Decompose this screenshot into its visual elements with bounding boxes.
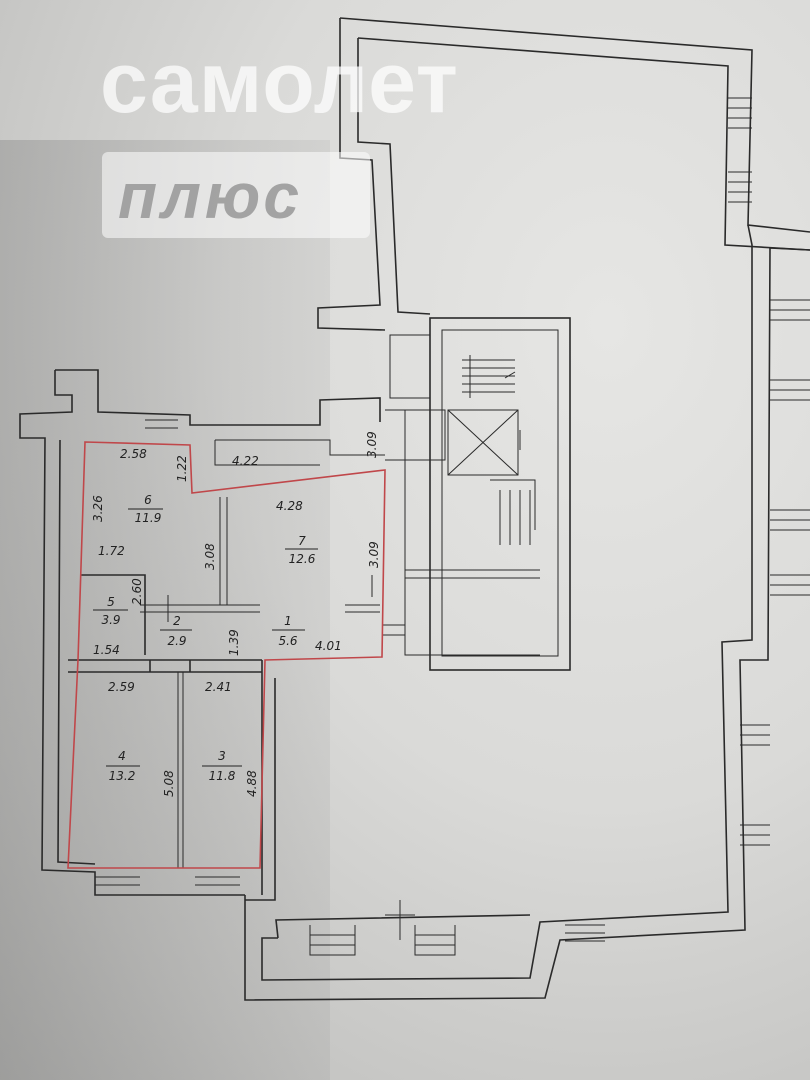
plan-line: [357, 38, 431, 315]
plan-label: 7: [298, 534, 306, 548]
plan-label: 4.28: [276, 499, 303, 513]
plan-label: 2.9: [167, 634, 186, 648]
room-4: 413.2: [106, 749, 140, 783]
plan-label: 1: [284, 614, 292, 628]
plan-line: [275, 914, 531, 939]
room-labels: 15.6 22.9 311.8 413.2 53.9 611.9 712.6: [93, 493, 318, 783]
plan-label: 3.26: [91, 495, 105, 522]
plan-line: [261, 224, 753, 981]
plan-label: 5: [107, 595, 115, 609]
plan-line: [219, 497, 228, 605]
plan-label: 5.6: [278, 634, 297, 648]
plan-line: [462, 355, 516, 398]
plan-line: [385, 900, 415, 940]
plan-line: [68, 659, 262, 673]
plan-label: 1.22: [175, 455, 189, 482]
room-1: 15.6: [272, 614, 305, 648]
plan-label: 4.22: [232, 454, 259, 468]
plan-label: 3.9: [101, 613, 120, 627]
plan-label: 11.9: [135, 511, 162, 525]
plan-line: [389, 334, 431, 399]
plan-line: [339, 17, 810, 233]
plan-line: [244, 247, 810, 1001]
plan-line: [441, 329, 559, 657]
plan-line: [95, 419, 240, 886]
plan-label: 12.6: [289, 552, 316, 566]
plan-line: [490, 479, 536, 545]
plan-label: 2.58: [120, 447, 147, 461]
plan-line: [728, 97, 752, 203]
plan-line: [385, 409, 446, 461]
plan-line: [214, 439, 385, 466]
plan-line: [770, 299, 810, 596]
plan-line: [404, 410, 540, 656]
plan-line: [80, 574, 146, 655]
watermark-subtitle: плюс: [118, 160, 303, 232]
plan-line: [740, 724, 770, 846]
plan-label: 1.54: [93, 643, 120, 657]
apartment-walls: [68, 430, 521, 868]
plan-line: [309, 924, 605, 956]
plan-label: 3.08: [203, 543, 217, 570]
watermark-title: самолет: [100, 35, 459, 131]
plan-line: [167, 430, 521, 636]
plan-line: [55, 369, 381, 426]
plan-label: 2.60: [130, 578, 144, 605]
plan-line: [140, 604, 380, 613]
dimension-labels: 2.58 1.22 3.26 4.22 3.09 4.28 3.08 3.09 …: [91, 431, 381, 797]
room-3: 311.8: [202, 749, 242, 783]
plan-label: 3: [218, 749, 226, 763]
plan-label: 1.72: [98, 544, 125, 558]
plan-line: [245, 678, 276, 901]
plan-label: 2.59: [108, 680, 135, 694]
plan-line: [57, 439, 96, 865]
plan-line: [19, 370, 245, 896]
plan-label: 2: [173, 614, 181, 628]
room-7: 712.6: [285, 534, 318, 566]
watermark-badge: [102, 152, 370, 238]
plan-label: 11.8: [209, 769, 236, 783]
plan-label: 4.01: [315, 639, 342, 653]
room-5: 53.9: [93, 595, 128, 627]
plan-line: [429, 317, 571, 671]
plan-line: [447, 409, 519, 476]
room-2: 22.9: [160, 614, 192, 648]
plan-label: 5.08: [162, 770, 176, 797]
plan-label: 4.88: [245, 770, 259, 797]
plan-line: [447, 409, 519, 476]
plan-label: 3.09: [367, 541, 381, 568]
plan-label: 1.39: [227, 629, 241, 656]
apartment-outline: [67, 441, 386, 869]
room-6: 611.9: [128, 493, 163, 525]
plan-label: 2.41: [205, 680, 232, 694]
plan-label: 3.09: [365, 431, 379, 458]
plan-label: 13.2: [109, 769, 136, 783]
plan-line: [357, 37, 810, 251]
plan-line: [177, 672, 184, 868]
plan-label: 4: [118, 749, 126, 763]
plan-label: 6: [144, 493, 152, 507]
